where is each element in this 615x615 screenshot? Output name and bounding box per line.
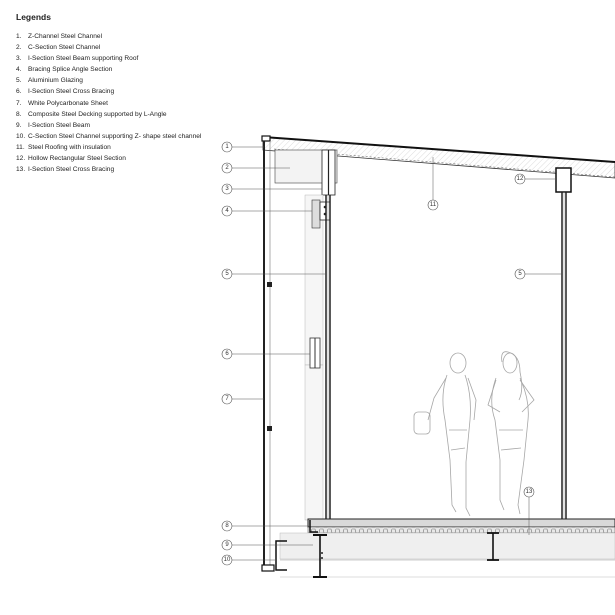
floor-i-beam-right: [487, 532, 499, 561]
hollow-section: [555, 167, 572, 193]
legend-item: 1.Z-Channel Steel Channel: [16, 33, 103, 40]
outer-wall: [261, 141, 275, 572]
svg-text:13: 13: [526, 489, 533, 495]
legend-title: Legends: [16, 12, 51, 22]
legend-item: 8.Composite Steel Decking supported by L…: [16, 110, 167, 118]
callout-6: 6: [221, 348, 310, 360]
callout-5: 5: [221, 268, 326, 280]
svg-text:12: 12: [517, 176, 524, 182]
svg-text:4: 4: [225, 208, 229, 214]
callout-2: 2: [221, 162, 290, 174]
legend-item: 4.Bracing Splice Angle Section: [16, 66, 113, 74]
roof: [261, 135, 615, 179]
svg-text:3: 3: [225, 186, 229, 192]
callout-5-right: 5: [514, 268, 562, 280]
svg-text:7: 7: [225, 396, 229, 402]
legend-item: 6.I-Section Steel Cross Bracing: [16, 88, 115, 96]
svg-text:2: 2: [225, 165, 229, 171]
callouts: 1 2 3 4 5 6 7 8 9 10 11 12 13 5: [221, 141, 562, 566]
legend-item: 12.Hollow Rectangular Steel Section: [16, 155, 126, 163]
legend: Legends 1.Z-Channel Steel Channel 2.C-Se…: [16, 12, 206, 175]
callout-10: 10: [221, 554, 276, 566]
svg-text:10: 10: [224, 557, 231, 563]
svg-text:9: 9: [225, 542, 229, 548]
callout-12: 12: [514, 173, 556, 185]
callout-9: 9: [221, 539, 313, 551]
svg-text:5: 5: [225, 271, 229, 277]
floor-deck: [275, 518, 615, 578]
svg-text:8: 8: [225, 523, 229, 529]
legend-list: 1.Z-Channel Steel Channel 2.C-Section St…: [16, 31, 206, 175]
callout-13: 13: [523, 486, 535, 535]
legend-item: 3.I-Section Steel Beam supporting Roof: [16, 55, 139, 63]
legend-item: 11.Steel Roofing with insulation: [16, 143, 111, 151]
callout-7: 7: [221, 393, 264, 405]
legend-item: 10.C-Section Steel Channel supporting Z-…: [16, 132, 202, 140]
callout-1: 1: [221, 141, 264, 153]
floor-i-beam-left: [313, 534, 327, 578]
legend-item: 9.I-Section Steel Beam: [16, 121, 90, 129]
callout-4: 4: [221, 205, 312, 217]
people-figures: [413, 351, 535, 517]
callout-11: 11: [427, 157, 439, 211]
svg-text:6: 6: [225, 351, 229, 357]
callout-8: 8: [221, 520, 310, 532]
legend-item: 7.White Polycarbonate Sheet: [16, 99, 108, 107]
svg-text:5: 5: [518, 271, 522, 277]
legend-item: 2.C-Section Steel Channel: [16, 44, 101, 52]
legend-item: 5.Aluminium Glazing: [16, 77, 83, 85]
legend-item: 13.I-Section Steel Cross Bracing: [16, 166, 115, 174]
svg-text:11: 11: [430, 202, 437, 208]
callout-3: 3: [221, 183, 322, 195]
svg-text:1: 1: [225, 144, 229, 150]
glazing-mullion-right: [561, 192, 567, 520]
inner-wall: [304, 194, 331, 521]
roof-beam: [274, 149, 338, 196]
